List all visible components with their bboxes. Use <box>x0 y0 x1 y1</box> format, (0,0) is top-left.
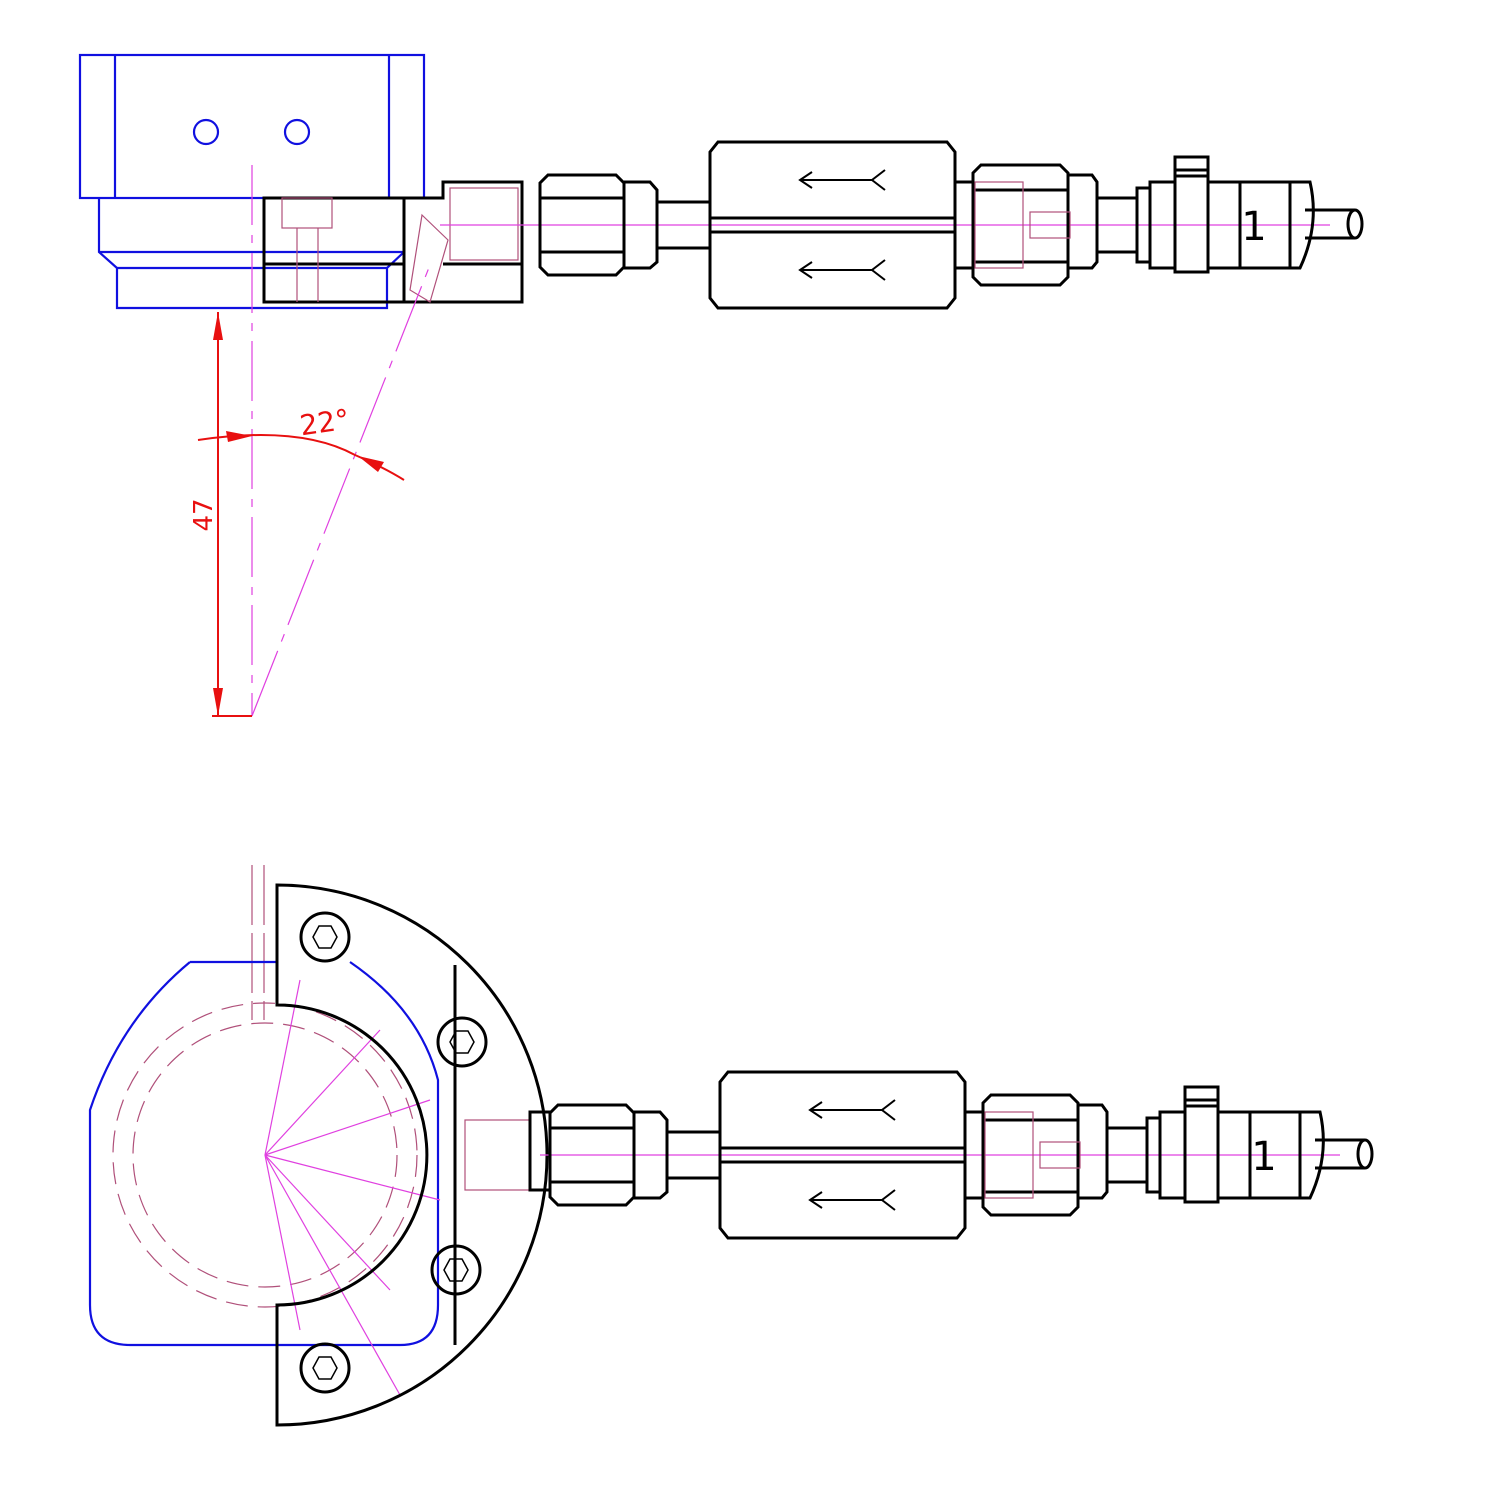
flow-arrow-icon <box>808 1099 896 1121</box>
dimension-angle: 22° <box>197 403 405 481</box>
arrow-icon <box>213 688 223 716</box>
clamp <box>1173 155 1210 274</box>
hex-nut <box>538 173 659 277</box>
angled-centerline <box>251 264 431 717</box>
top-view: 1 47 22° <box>78 53 1364 717</box>
hex-bolt-icon <box>449 1030 475 1054</box>
mount-hole <box>283 118 311 146</box>
filter-body <box>718 1070 967 1240</box>
arrow-icon <box>358 456 384 472</box>
connector-assembly: 1 <box>440 140 1364 310</box>
bottom-view: 1 <box>88 865 1374 1427</box>
dimension-height: 47 <box>189 312 252 717</box>
hex-bolt-icon <box>312 925 338 949</box>
bolt <box>436 1016 488 1068</box>
bolt <box>299 1342 351 1394</box>
quick-connector: 1 <box>1145 1085 1374 1204</box>
nozzle-body <box>262 180 524 304</box>
flow-arrow-icon <box>798 169 886 191</box>
clamp <box>1183 1085 1220 1204</box>
filter-body <box>708 140 957 310</box>
hidden-circle <box>112 1002 418 1308</box>
bolt <box>430 1244 482 1296</box>
connector-label: 1 <box>1241 204 1266 250</box>
height-dimension-label: 47 <box>189 498 219 531</box>
mount-outline <box>88 960 440 1347</box>
hex-bolt-icon <box>312 1356 338 1380</box>
hex-bolt-icon <box>443 1258 469 1282</box>
arrow-icon <box>226 431 252 442</box>
mount-hole <box>192 118 220 146</box>
nozzle-port <box>464 1119 531 1191</box>
flow-arrow-icon <box>808 1189 896 1211</box>
angle-dimension-label: 22° <box>298 403 352 443</box>
connector-label: 1 <box>1251 1134 1276 1180</box>
arrow-icon <box>213 312 223 340</box>
flow-arrow-icon <box>798 259 886 281</box>
right-fitting <box>963 1093 1149 1217</box>
flange <box>275 883 549 1427</box>
bolt <box>299 911 351 963</box>
angle-rays <box>264 979 441 1396</box>
connector-assembly-bottom: 1 <box>540 1070 1374 1240</box>
quick-connector: 1 <box>1135 155 1364 274</box>
